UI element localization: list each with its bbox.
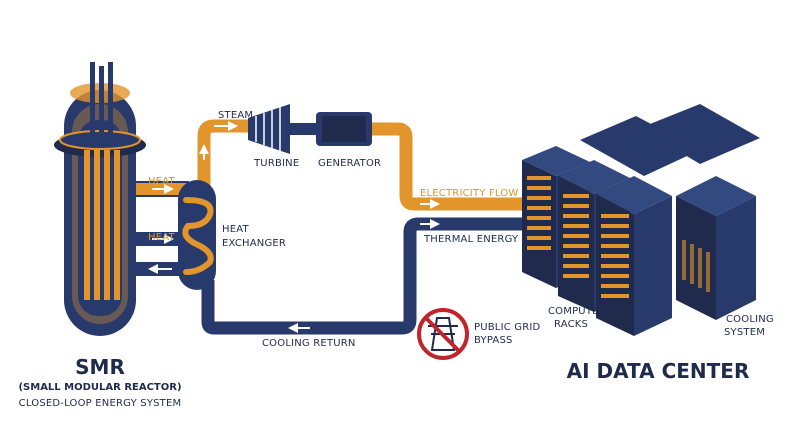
thermal-energy-label: THERMAL ENERGY (423, 234, 519, 245)
heat-label-lower: HEAT (148, 232, 176, 243)
public-grid-label-1: PUBLIC GRID (474, 322, 541, 333)
control-rod (90, 62, 95, 142)
turbine (248, 104, 290, 154)
smr-caption: CLOSED-LOOP ENERGY SYSTEM (19, 398, 182, 409)
control-rod (108, 62, 113, 142)
compute-racks-label-2: RACKS (554, 319, 588, 330)
heat-exchanger-label-1: HEAT (222, 224, 250, 235)
cooling-return-label: COOLING RETURN (262, 338, 356, 349)
smr-subtitle: (SMALL MODULAR REACTOR) (18, 382, 181, 393)
generator-label: GENERATOR (318, 158, 381, 169)
heat-label-upper: HEAT (148, 176, 176, 187)
datacenter-title: AI DATA CENTER (567, 359, 750, 383)
electricity-pipe (372, 122, 540, 211)
arrow-icon (148, 121, 440, 333)
heat-exchanger-label-2: EXCHANGER (222, 238, 286, 249)
steam-pipe (197, 119, 248, 186)
public-grid-label-2: BYPASS (474, 335, 513, 346)
no-power-tower-icon (417, 308, 469, 360)
cooling-system-label-2: SYSTEM (724, 327, 765, 338)
reactor-vessel (54, 62, 146, 336)
compute-racks-label-1: COMPUTE (548, 306, 599, 317)
smr-title: SMR (75, 355, 125, 379)
cooling-return-pipe (201, 217, 540, 335)
cooling-system-label-1: COOLING (726, 314, 774, 325)
control-rod (99, 66, 104, 142)
turbine-shaft (290, 123, 316, 135)
server-racks (522, 104, 760, 336)
turbine-label: TURBINE (253, 158, 299, 169)
generator (316, 112, 372, 146)
steam-label: STEAM (218, 110, 253, 121)
heat-exchanger (178, 180, 216, 290)
electricity-flow-label: ELECTRICITY FLOW (420, 188, 518, 199)
